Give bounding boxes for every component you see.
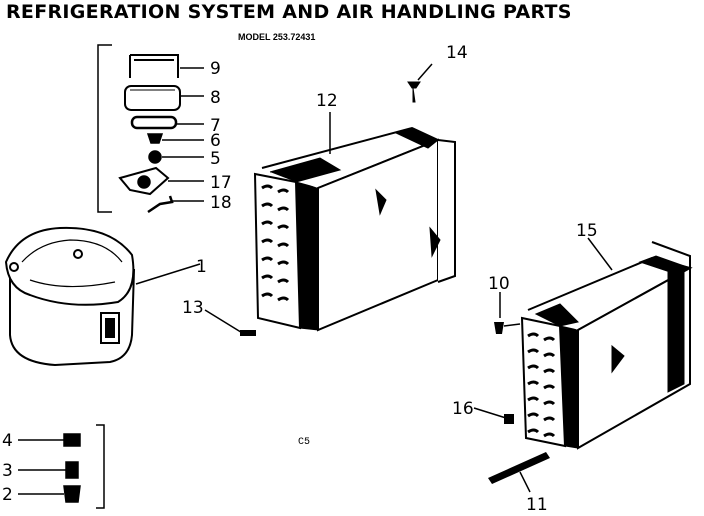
condenser-coil (520, 241, 693, 450)
part-4-grommet (63, 433, 81, 447)
small-parts-lower (18, 424, 105, 509)
part-13-screw (240, 330, 256, 336)
callout-4: 4 (2, 431, 13, 451)
part-16-screw (504, 414, 514, 424)
part-5-grommet (148, 150, 162, 164)
callout-5: 5 (210, 149, 221, 169)
callout-6: 6 (210, 131, 221, 151)
part-11-tube (488, 452, 550, 484)
part-6-grommet (146, 133, 164, 144)
callout-3: 3 (2, 461, 13, 481)
part-14-screw (407, 81, 421, 103)
callout-17: 17 (210, 173, 232, 193)
part-9-bracket (129, 54, 179, 78)
callout-18: 18 (210, 193, 232, 213)
callout-14: 14 (446, 43, 468, 63)
coil-loops (261, 184, 290, 302)
model-number: MODEL 253.72431 (238, 32, 316, 42)
page-code: C5 (298, 437, 311, 448)
callout-16: 16 (452, 399, 474, 419)
part-8-cover (124, 85, 181, 111)
callout-8: 8 (210, 88, 221, 108)
callout-15: 15 (576, 221, 598, 241)
part-3-spacer (65, 461, 79, 479)
part-18-clip (147, 195, 174, 214)
callout-10: 10 (488, 274, 510, 294)
evaporator-coil (253, 126, 456, 332)
callout-2: 2 (2, 485, 13, 505)
callout-1: 1 (196, 257, 207, 277)
condenser-loops (527, 332, 556, 438)
part-7-gasket (130, 115, 178, 130)
page-title: REFRIGERATION SYSTEM AND AIR HANDLING PA… (6, 1, 572, 23)
callout-7: 7 (210, 116, 221, 136)
small-parts-group (97, 44, 204, 214)
compressor (4, 226, 136, 367)
part-10-screw (494, 322, 504, 334)
callouts: 9 8 7 6 5 17 18 1 12 13 14 15 10 16 11 4… (2, 43, 598, 515)
callout-9: 9 (210, 59, 221, 79)
part-2-grommet (63, 485, 81, 503)
callout-12: 12 (316, 91, 338, 111)
callout-13: 13 (182, 298, 204, 318)
callout-11: 11 (526, 495, 548, 515)
